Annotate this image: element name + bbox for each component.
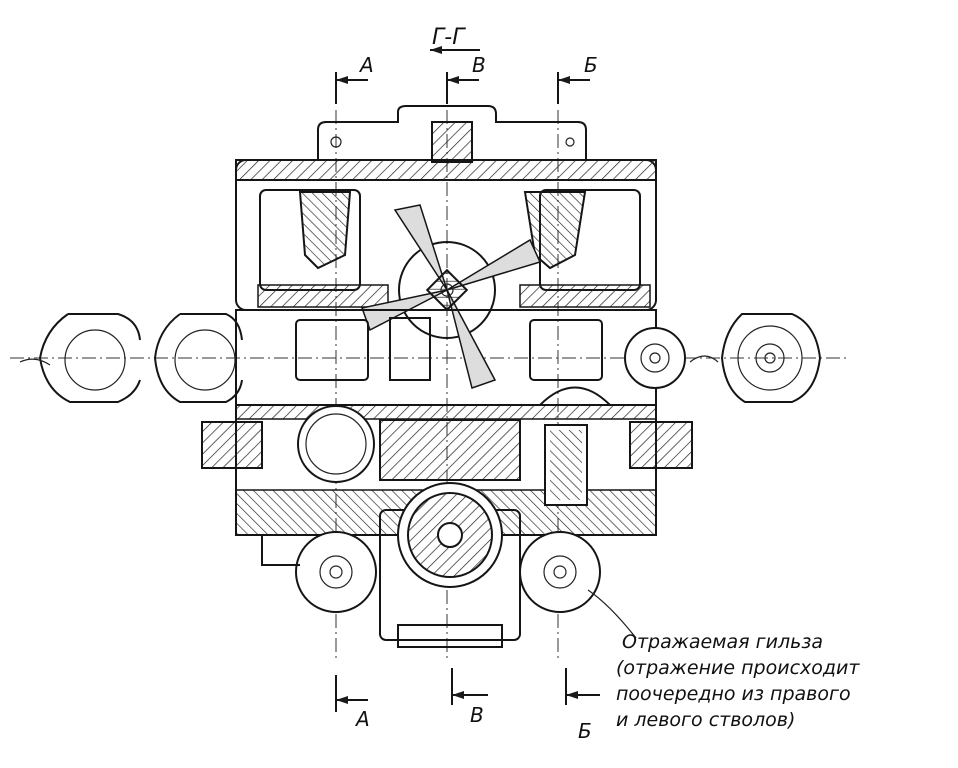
mark-b-top-arrow-icon	[558, 76, 570, 84]
mark-v-bottom-arrow-icon	[452, 691, 464, 699]
ammo-belt-right	[624, 313, 822, 403]
mark-a-top-arrow-icon	[336, 76, 348, 84]
title-arrow-icon	[430, 46, 442, 54]
upper-housing	[235, 159, 657, 311]
mark-b-top-label: Б	[584, 53, 598, 77]
ammo-belt-left	[19, 313, 243, 403]
callout-line-2: (отражение происходит	[616, 657, 860, 679]
mark-a-bottom-arrow-icon	[336, 696, 348, 704]
top-bracket	[317, 105, 587, 163]
mark-b-bottom-label: Б	[578, 719, 592, 743]
mark-v-top-arrow-icon	[447, 76, 459, 84]
callout-leader-line	[587, 589, 637, 639]
callout-line-4: и левого стволов)	[616, 709, 795, 731]
callout-line-3: поочередно из правого	[616, 683, 851, 705]
mark-a-top-label: А	[358, 53, 374, 77]
mark-v-top-label: В	[472, 53, 486, 77]
top-section-marks: А В Б	[335, 53, 598, 104]
callout-line-1: Отражаемая гильза	[622, 631, 823, 653]
mark-v-bottom-label: В	[470, 703, 484, 727]
callout-text: Отражаемая гильза (отражение происходит …	[616, 631, 860, 731]
section-title: Г-Г	[432, 25, 466, 50]
bottom-section-marks: А В Б	[335, 668, 600, 743]
section-title-group: Г-Г	[430, 25, 480, 54]
bottom-assembly	[261, 482, 601, 648]
mark-a-bottom-label: А	[354, 707, 370, 731]
mark-b-bottom-arrow-icon	[566, 691, 578, 699]
